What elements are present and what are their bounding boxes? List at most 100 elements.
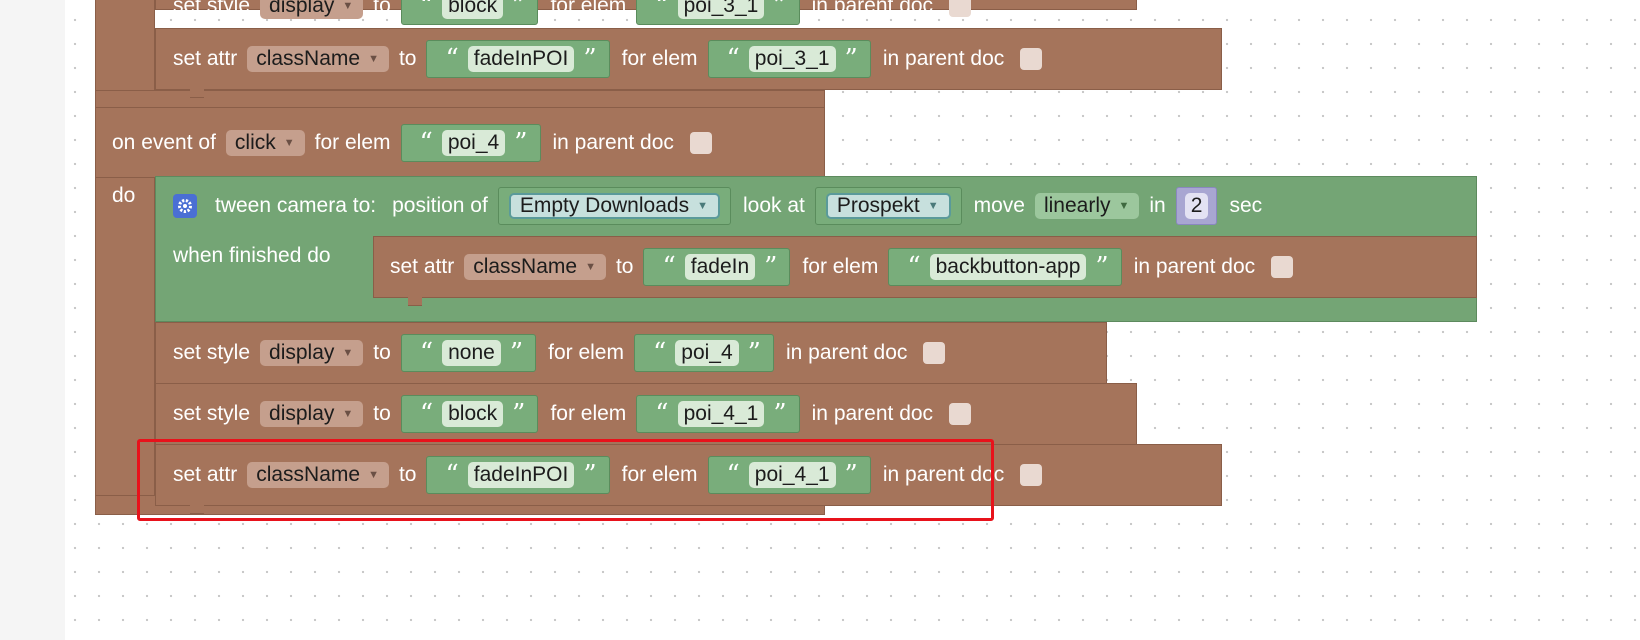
duration-value[interactable]: 2: [1184, 193, 1209, 219]
close-quote-icon: ”: [844, 44, 858, 74]
block-label: set attr: [390, 255, 455, 278]
dropdown-value: display: [269, 402, 335, 425]
string-block[interactable]: “poi_4_1”: [707, 456, 871, 494]
block-label: to: [373, 402, 391, 425]
duration-block[interactable]: 2: [1175, 187, 1218, 225]
when-finished-label: when finished do: [173, 244, 331, 267]
parent-doc-checkbox[interactable]: [689, 132, 712, 154]
parent-doc-checkbox[interactable]: [1020, 464, 1043, 486]
set-attr-row-poi41: set attr className▼ to “fadeInPOI” for e…: [173, 456, 1043, 494]
string-value[interactable]: block: [442, 401, 504, 427]
parent-doc-checkbox[interactable]: [1020, 48, 1043, 70]
string-value[interactable]: poi_4: [441, 130, 506, 156]
open-quote-icon: “: [655, 399, 669, 429]
block-label: in parent doc: [811, 402, 934, 425]
close-quote-icon: ”: [747, 338, 761, 368]
block-label: in: [1149, 194, 1166, 217]
string-block[interactable]: “poi_4_1”: [636, 395, 800, 433]
set-attr-row-poi3: set attr className▼ to “ fadeInPOI ” for e…: [173, 40, 1043, 78]
parent-doc-checkbox[interactable]: [949, 0, 972, 17]
string-block[interactable]: “fadeInPOI”: [426, 456, 610, 494]
block-label: set style: [173, 341, 251, 364]
triangle-down-icon: ▼: [927, 200, 939, 212]
event-dropdown[interactable]: click ▼: [225, 130, 305, 156]
style-prop-dropdown[interactable]: display▼: [260, 401, 364, 427]
position-dropdown[interactable]: Empty Downloads▼: [508, 193, 720, 219]
open-quote-icon: “: [726, 44, 740, 74]
string-block[interactable]: “ poi_4 ”: [633, 334, 774, 372]
string-value[interactable]: backbutton-app: [929, 254, 1087, 280]
dropdown-value: className: [256, 463, 361, 486]
string-value[interactable]: poi_4: [675, 340, 739, 366]
block-label: to: [373, 341, 391, 364]
close-quote-icon: ”: [844, 460, 858, 490]
block-label: in parent doc: [882, 47, 1005, 70]
triangle-down-icon: ▼: [697, 200, 708, 212]
string-value[interactable]: block: [442, 0, 504, 19]
look-at-dropdown[interactable]: Prospekt▼: [825, 193, 951, 219]
open-quote-icon: “: [662, 252, 676, 282]
gear-icon[interactable]: [173, 194, 197, 218]
attr-prop-dropdown[interactable]: className▼: [247, 46, 389, 72]
style-prop-dropdown[interactable]: display▼: [260, 340, 364, 366]
string-block[interactable]: “block”: [400, 0, 539, 25]
string-value[interactable]: fadeInPOI: [467, 46, 575, 72]
parent-doc-checkbox[interactable]: [949, 403, 972, 425]
parent-doc-checkbox[interactable]: [1271, 256, 1294, 278]
close-quote-icon: ”: [764, 252, 778, 282]
triangle-down-icon: ▼: [342, 347, 354, 359]
string-block[interactable]: “poi_4”: [400, 124, 541, 162]
string-block[interactable]: “ poi_3_1 ”: [707, 40, 871, 78]
string-block[interactable]: “fadeInPOI”: [426, 40, 610, 78]
when-finished-row: when finished do: [173, 244, 331, 268]
triangle-down-icon: ▼: [283, 137, 295, 149]
string-value[interactable]: poi_3_1: [748, 46, 836, 72]
attr-prop-dropdown[interactable]: className▼: [464, 254, 606, 280]
close-quote-icon: ”: [509, 338, 524, 368]
string-value[interactable]: poi_4_1: [748, 462, 836, 488]
string-block[interactable]: “backbutton-app”: [888, 248, 1122, 286]
triangle-down-icon: ▼: [342, 0, 354, 12]
string-value[interactable]: fadeInPOI: [467, 462, 575, 488]
tween-header-row: tween camera to: position of Empty Downl…: [173, 187, 1272, 225]
attr-prop-dropdown[interactable]: className▼: [247, 462, 389, 488]
string-value[interactable]: fadeIn: [684, 254, 756, 280]
block-label: set style: [173, 402, 251, 425]
string-block[interactable]: “none”: [400, 334, 537, 372]
open-quote-icon: “: [652, 338, 667, 368]
style-prop-dropdown[interactable]: display▼: [260, 0, 364, 19]
string-block[interactable]: “ fadeIn ”: [643, 248, 791, 286]
block-label: in parent doc: [1133, 255, 1256, 278]
position-block[interactable]: Empty Downloads▼: [497, 187, 731, 225]
parent-doc-checkbox[interactable]: [923, 342, 946, 364]
block-label: for elem: [621, 47, 698, 70]
event-header-row: on event of click▼ for elem “poi_4” in p…: [112, 124, 712, 162]
close-quote-icon: ”: [583, 44, 597, 74]
block-label: for elem: [314, 131, 391, 154]
block-label: set attr: [173, 47, 238, 70]
block-label: to: [398, 47, 417, 70]
easing-dropdown[interactable]: linearly▼: [1034, 193, 1140, 219]
block-label: in parent doc: [811, 0, 934, 17]
set-style-block-row: set style display▼ to “block” for elem “…: [173, 395, 972, 433]
do-label-row: do: [112, 184, 135, 208]
close-quote-icon: ”: [583, 460, 597, 490]
close-quote-icon: ”: [773, 0, 787, 21]
open-quote-icon: “: [907, 252, 921, 282]
block-tab: [408, 297, 422, 306]
string-value[interactable]: poi_3_1: [677, 0, 765, 19]
string-block[interactable]: “block”: [400, 395, 539, 433]
string-value[interactable]: poi_4_1: [677, 401, 765, 427]
triangle-down-icon: ▼: [1118, 200, 1130, 212]
look-at-block[interactable]: Prospekt▼: [814, 187, 962, 225]
block-label: move: [973, 194, 1025, 217]
open-quote-icon: “: [655, 0, 669, 21]
block-label: look at: [742, 194, 805, 217]
dropdown-value: click: [234, 131, 276, 154]
block-label: tween camera to:: [215, 194, 377, 217]
block-label: set style: [173, 0, 251, 17]
do-label: do: [112, 184, 136, 207]
event-block-outer[interactable]: [95, 0, 155, 510]
string-block[interactable]: “ poi_3_1 ”: [636, 0, 800, 25]
string-value[interactable]: none: [442, 340, 501, 366]
